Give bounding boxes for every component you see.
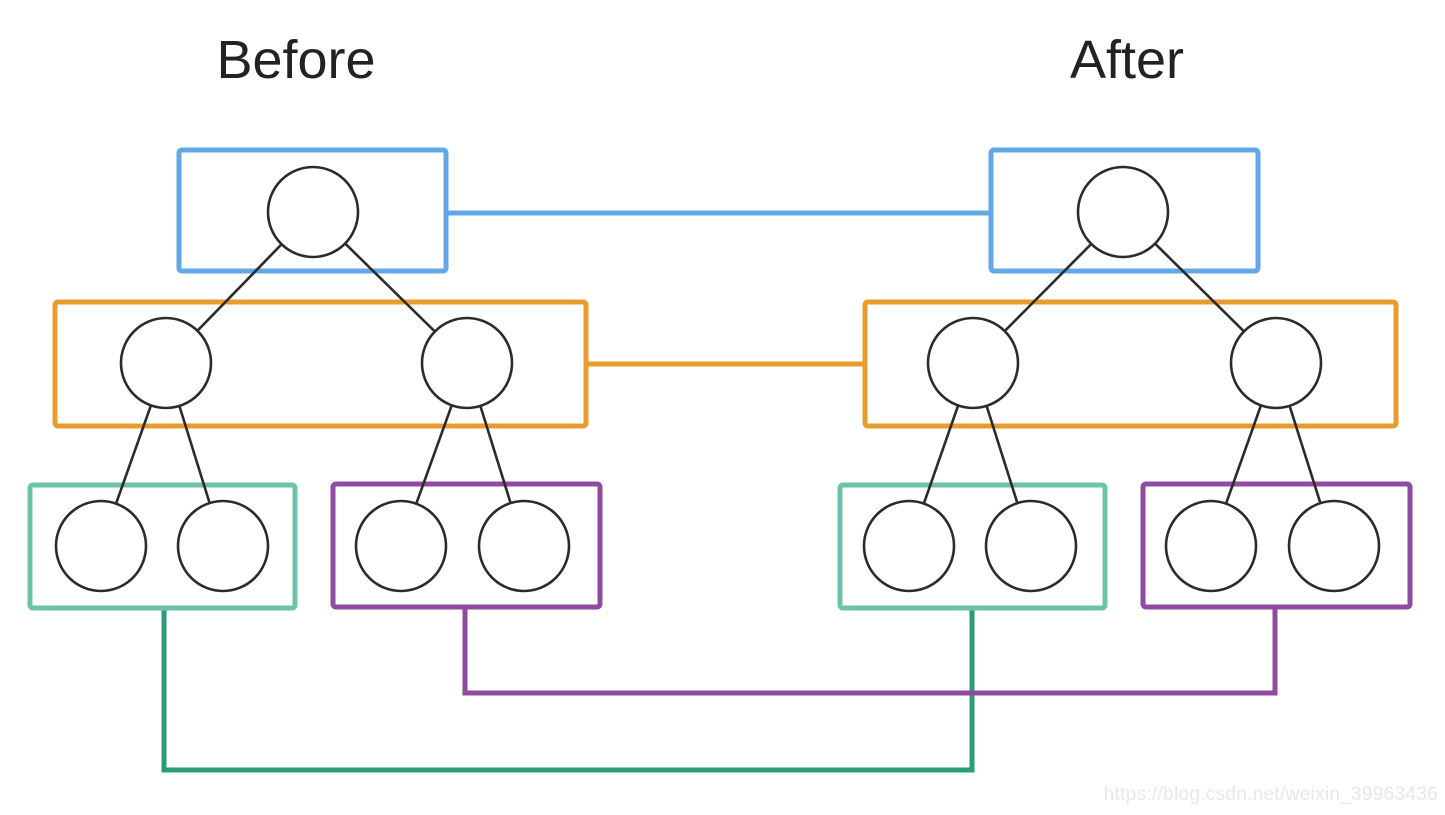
node-before-mid-left[interactable] — [119, 316, 213, 410]
node-after-leaf-1[interactable] — [862, 499, 956, 593]
tree-edges-layer — [99, 210, 1336, 548]
node-after-mid-right[interactable] — [1229, 316, 1323, 410]
heading-after: After — [1070, 30, 1184, 90]
group-box-before-leaf-right[interactable] — [330, 481, 603, 610]
node-before-mid-right[interactable] — [420, 316, 514, 410]
nodes-layer — [54, 165, 1381, 593]
heading-before: Before — [216, 30, 375, 90]
node-before-leaf-1[interactable] — [54, 499, 148, 593]
teal-group-link — [161, 608, 975, 773]
node-after-leaf-2[interactable] — [984, 499, 1078, 593]
watermark-text: https://blog.csdn.net/weixin_39963436 — [1104, 784, 1438, 805]
group-box-before-middle[interactable] — [52, 299, 589, 429]
cross-links-layer — [161, 210, 1278, 773]
node-after-mid-left[interactable] — [926, 316, 1020, 410]
group-box-after-middle[interactable] — [862, 299, 1399, 429]
node-before-leaf-4[interactable] — [477, 499, 571, 593]
group-box-after-leaf-left[interactable] — [837, 482, 1108, 611]
node-before-leaf-2[interactable] — [176, 499, 270, 593]
group-box-before-root[interactable] — [176, 147, 449, 274]
group-box-after-leaf-right[interactable] — [1140, 481, 1413, 610]
node-after-leaf-4[interactable] — [1287, 499, 1381, 593]
group-boxes-layer — [27, 147, 1413, 611]
group-box-before-leaf-left[interactable] — [27, 482, 298, 611]
purple-group-link — [462, 607, 1278, 696]
node-before-root[interactable] — [266, 165, 360, 259]
headings-layer: Before After — [216, 30, 1184, 90]
group-box-after-root[interactable] — [988, 147, 1261, 274]
node-before-leaf-3[interactable] — [354, 499, 448, 593]
node-after-leaf-3[interactable] — [1164, 499, 1258, 593]
node-after-root[interactable] — [1076, 165, 1170, 259]
